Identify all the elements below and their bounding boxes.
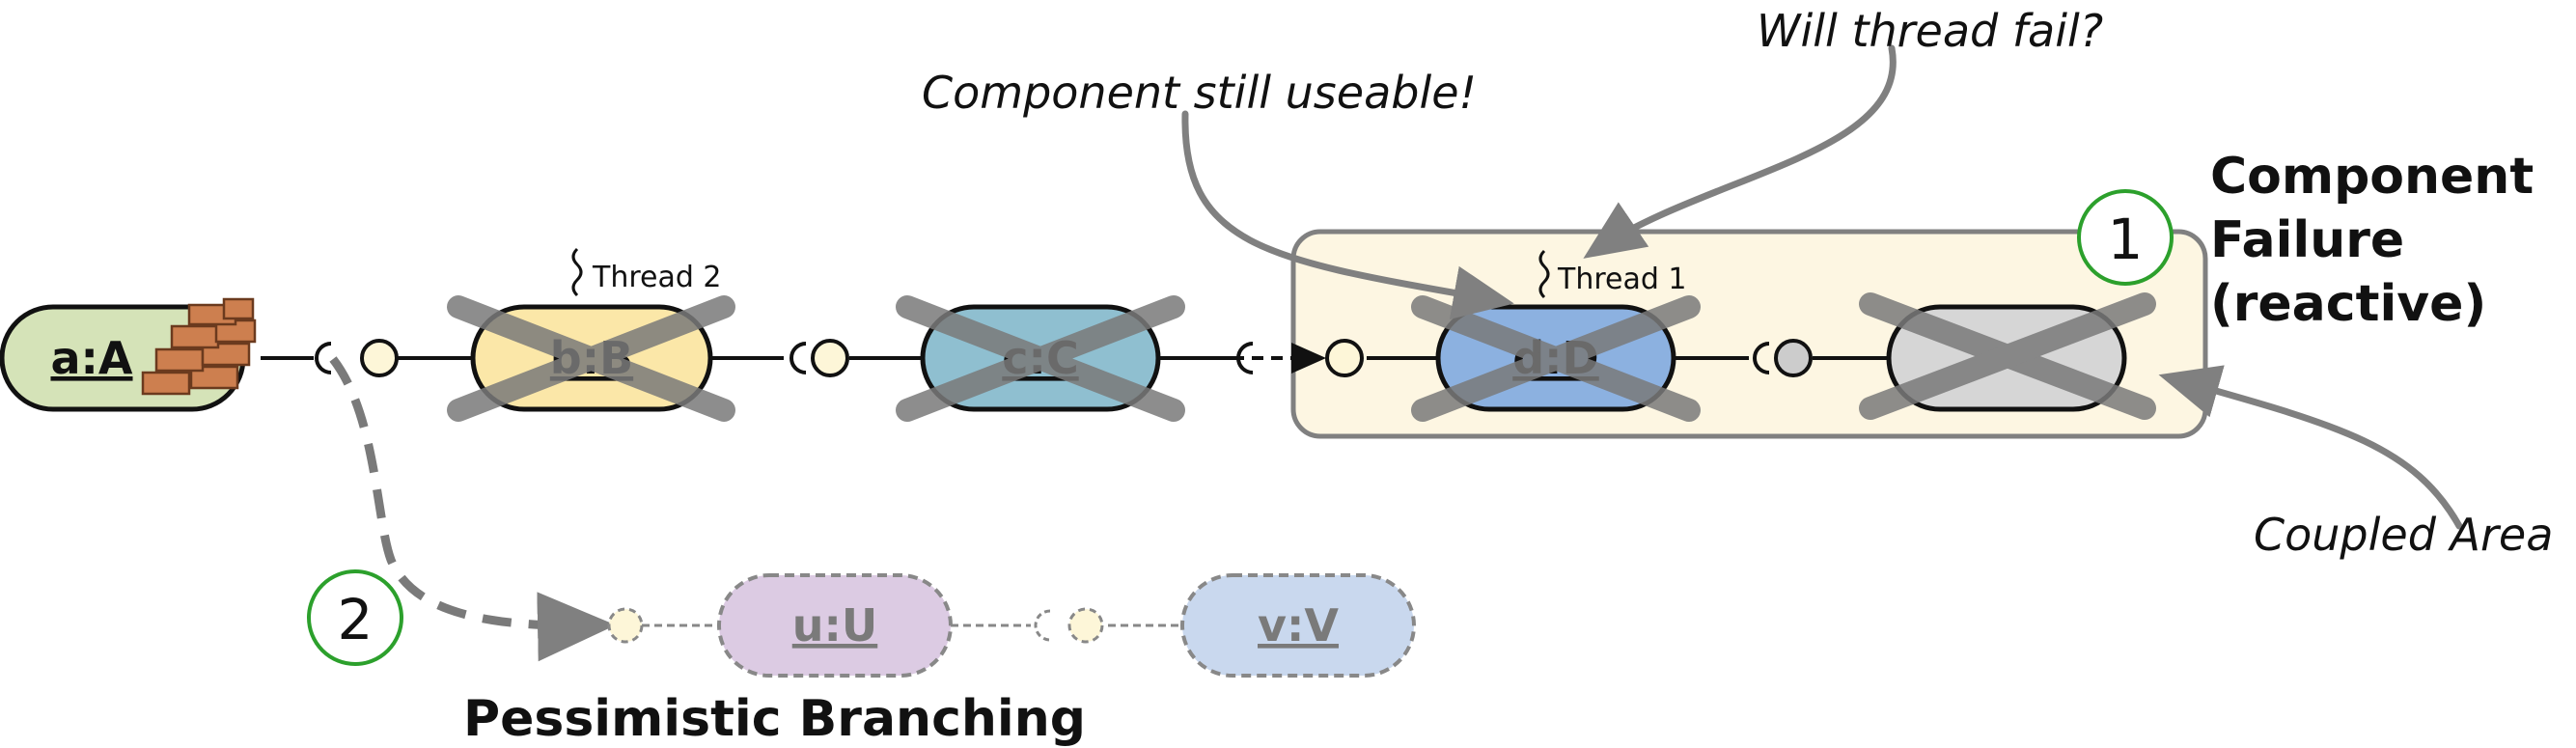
cross-b — [447, 295, 735, 422]
component-u: u:U — [717, 573, 953, 678]
annotation-arrows — [1181, 44, 2463, 530]
annotation-still-useable: Component still useable! — [922, 67, 1477, 119]
lollipop-a — [360, 339, 399, 377]
badge-1-number: 1 — [2108, 207, 2144, 272]
component-failure-heading: Component Failure (reactive) — [2210, 148, 2534, 333]
brick-wall-icon — [141, 297, 257, 396]
component-v-label: v:V — [1258, 599, 1339, 651]
component-a-label: a:A — [50, 332, 132, 384]
arrow-coupled-area — [2158, 365, 2463, 530]
heading-line-1: Component — [2210, 148, 2534, 206]
socket-c — [1236, 342, 1254, 374]
annotation-coupled-area: Coupled Area — [2254, 509, 2553, 561]
thread-squiggle-icon — [1538, 249, 1550, 299]
socket-b — [789, 342, 807, 374]
pessimistic-branch-arrow — [329, 356, 616, 662]
branch-row: u:U v:V — [607, 573, 1416, 678]
heading-line-2: Failure — [2210, 211, 2404, 269]
badge-2-number: 2 — [338, 587, 374, 652]
thread-2-label: Thread 2 — [592, 261, 722, 294]
lollipop-c — [1325, 339, 1364, 377]
pessimistic-branching-heading: Pessimistic Branching — [463, 690, 1086, 748]
thread-1-marker: Thread 1 — [1538, 249, 1687, 299]
annotation-will-fail: Will thread fail? — [1757, 5, 2103, 57]
branch-lollipop-u — [607, 607, 644, 644]
component-v: v:V — [1180, 573, 1416, 678]
branch-lollipop-v — [1067, 607, 1104, 644]
thread-1-label: Thread 1 — [1557, 263, 1687, 296]
cross-c — [896, 295, 1185, 422]
badge-2: 2 — [307, 569, 403, 666]
component-u-label: u:U — [792, 599, 878, 651]
socket-a — [315, 342, 332, 374]
lollipop-b — [811, 339, 849, 377]
lollipop-d — [1774, 339, 1813, 377]
socket-d — [1753, 342, 1770, 374]
badge-1: 1 — [2077, 189, 2174, 286]
cross-d — [1411, 295, 1701, 422]
heading-line-3: (reactive) — [2210, 275, 2486, 333]
thread-2-marker: Thread 2 — [571, 247, 722, 297]
interfaces — [315, 339, 1813, 377]
failure-crosses — [447, 292, 2156, 422]
branch-socket-v — [1034, 609, 1051, 642]
arrow-will-fail — [1583, 44, 1897, 259]
arrow-still-useable — [1181, 110, 1514, 319]
thread-squiggle-icon — [571, 247, 583, 297]
cross-e — [1859, 292, 2156, 420]
